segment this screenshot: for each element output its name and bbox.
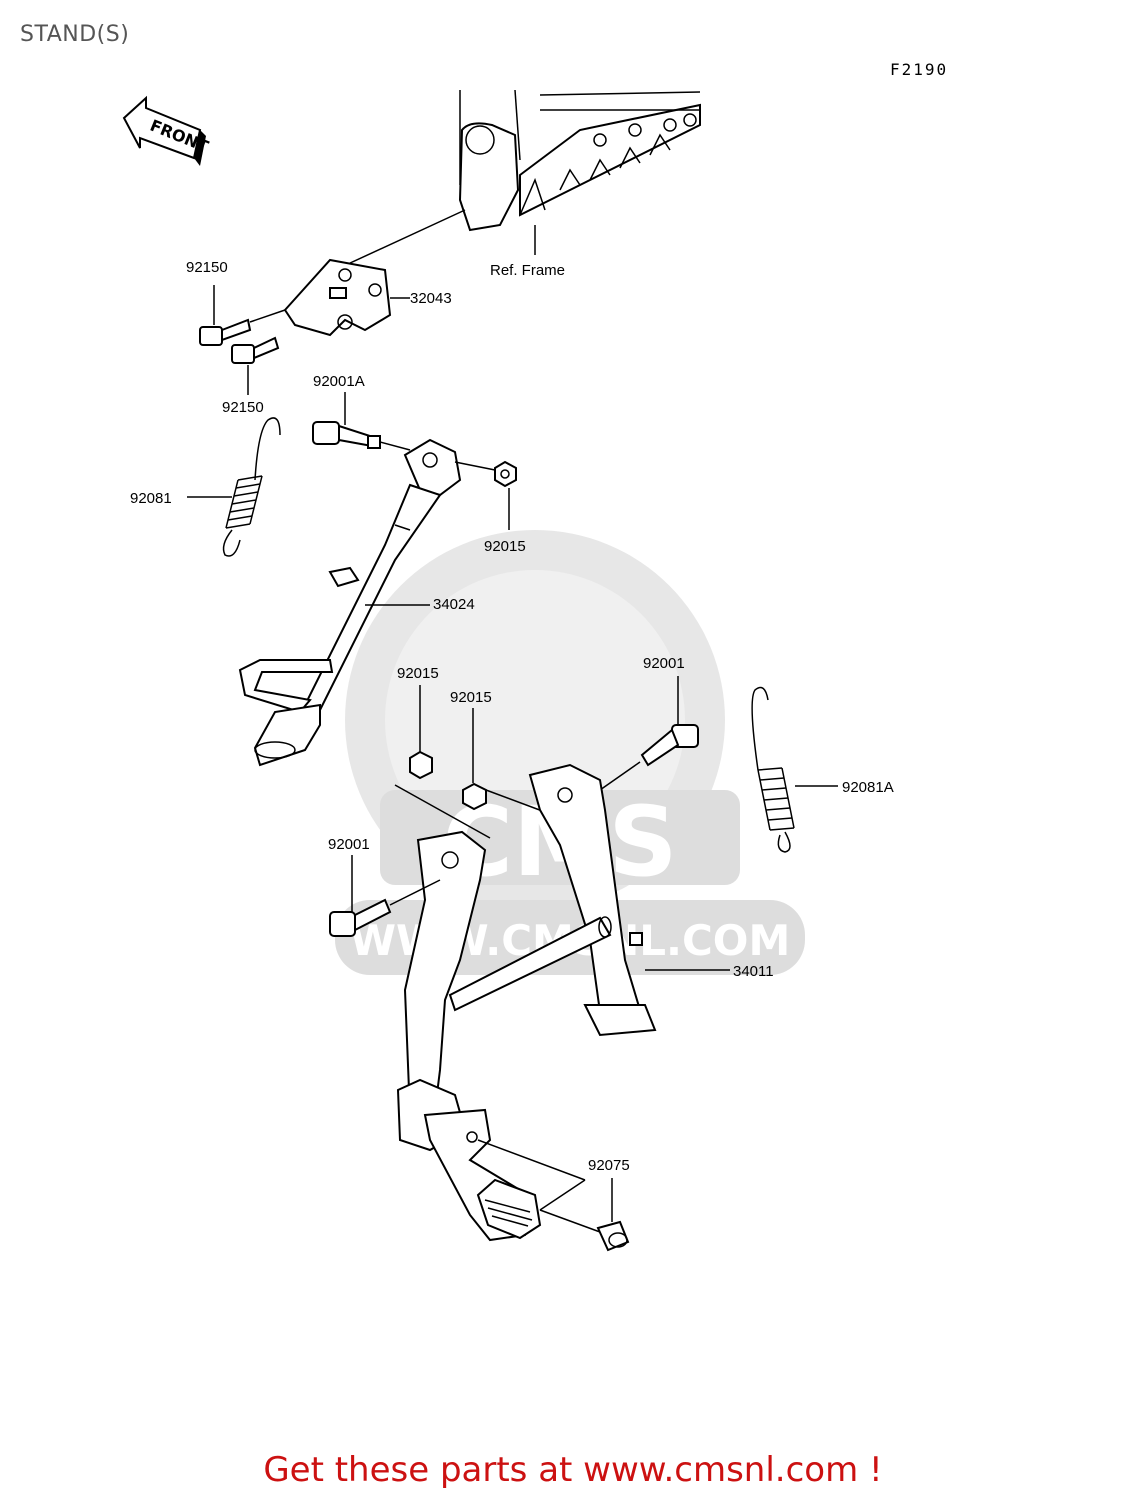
part-label-92081[interactable]: 92081 xyxy=(130,490,172,507)
part-label-92015-side[interactable]: 92015 xyxy=(484,538,526,555)
spring-92081 xyxy=(187,417,281,557)
diagram-code: F2190 xyxy=(890,60,948,79)
part-label-32043[interactable]: 32043 xyxy=(410,290,452,307)
part-label-92081A[interactable]: 92081A xyxy=(842,779,894,796)
nut-92015-right xyxy=(462,708,546,813)
bolt-92150-bottom xyxy=(231,336,280,395)
bolt-92150-top xyxy=(199,285,286,346)
bolt-92001A xyxy=(312,392,411,451)
bolt-92001-right xyxy=(599,676,699,791)
part-label-34024[interactable]: 34024 xyxy=(433,596,475,613)
part-labels: 92150 32043 92150 92001A 92081 92015 340… xyxy=(130,259,894,1174)
part-label-92001-left[interactable]: 92001 xyxy=(328,836,370,853)
nut-92015-side xyxy=(454,460,517,530)
part-label-92015-left[interactable]: 92015 xyxy=(397,665,439,682)
pad-92075 xyxy=(477,1139,630,1252)
part-label-92150-bottom[interactable]: 92150 xyxy=(222,399,264,416)
part-label-92150-top[interactable]: 92150 xyxy=(186,259,228,276)
bracket-32043 xyxy=(283,258,410,337)
part-label-34011[interactable]: 34011 xyxy=(733,963,774,980)
side-stand-34024 xyxy=(238,438,462,767)
part-label-92015-right[interactable]: 92015 xyxy=(450,689,492,706)
bolt-92001-left xyxy=(329,855,441,937)
footer-link[interactable]: Get these parts at www.cmsnl.com ! xyxy=(263,1450,883,1490)
part-label-92001A[interactable]: 92001A xyxy=(313,373,365,390)
spring-92081A xyxy=(751,686,838,853)
cms-watermark: CMS WWW.CMSNL.COM xyxy=(335,530,805,975)
center-stand-34011 xyxy=(396,763,730,1242)
part-label-92001-right[interactable]: 92001 xyxy=(643,655,685,672)
part-label-92075[interactable]: 92075 xyxy=(588,1157,630,1174)
page-title: STAND(S) xyxy=(20,22,130,47)
front-arrow-icon: FRONT xyxy=(122,95,211,166)
nut-92015-left xyxy=(394,685,491,839)
frame-ref-label: Ref. Frame xyxy=(490,262,565,279)
frame-drawing: Ref. Frame xyxy=(334,89,701,279)
